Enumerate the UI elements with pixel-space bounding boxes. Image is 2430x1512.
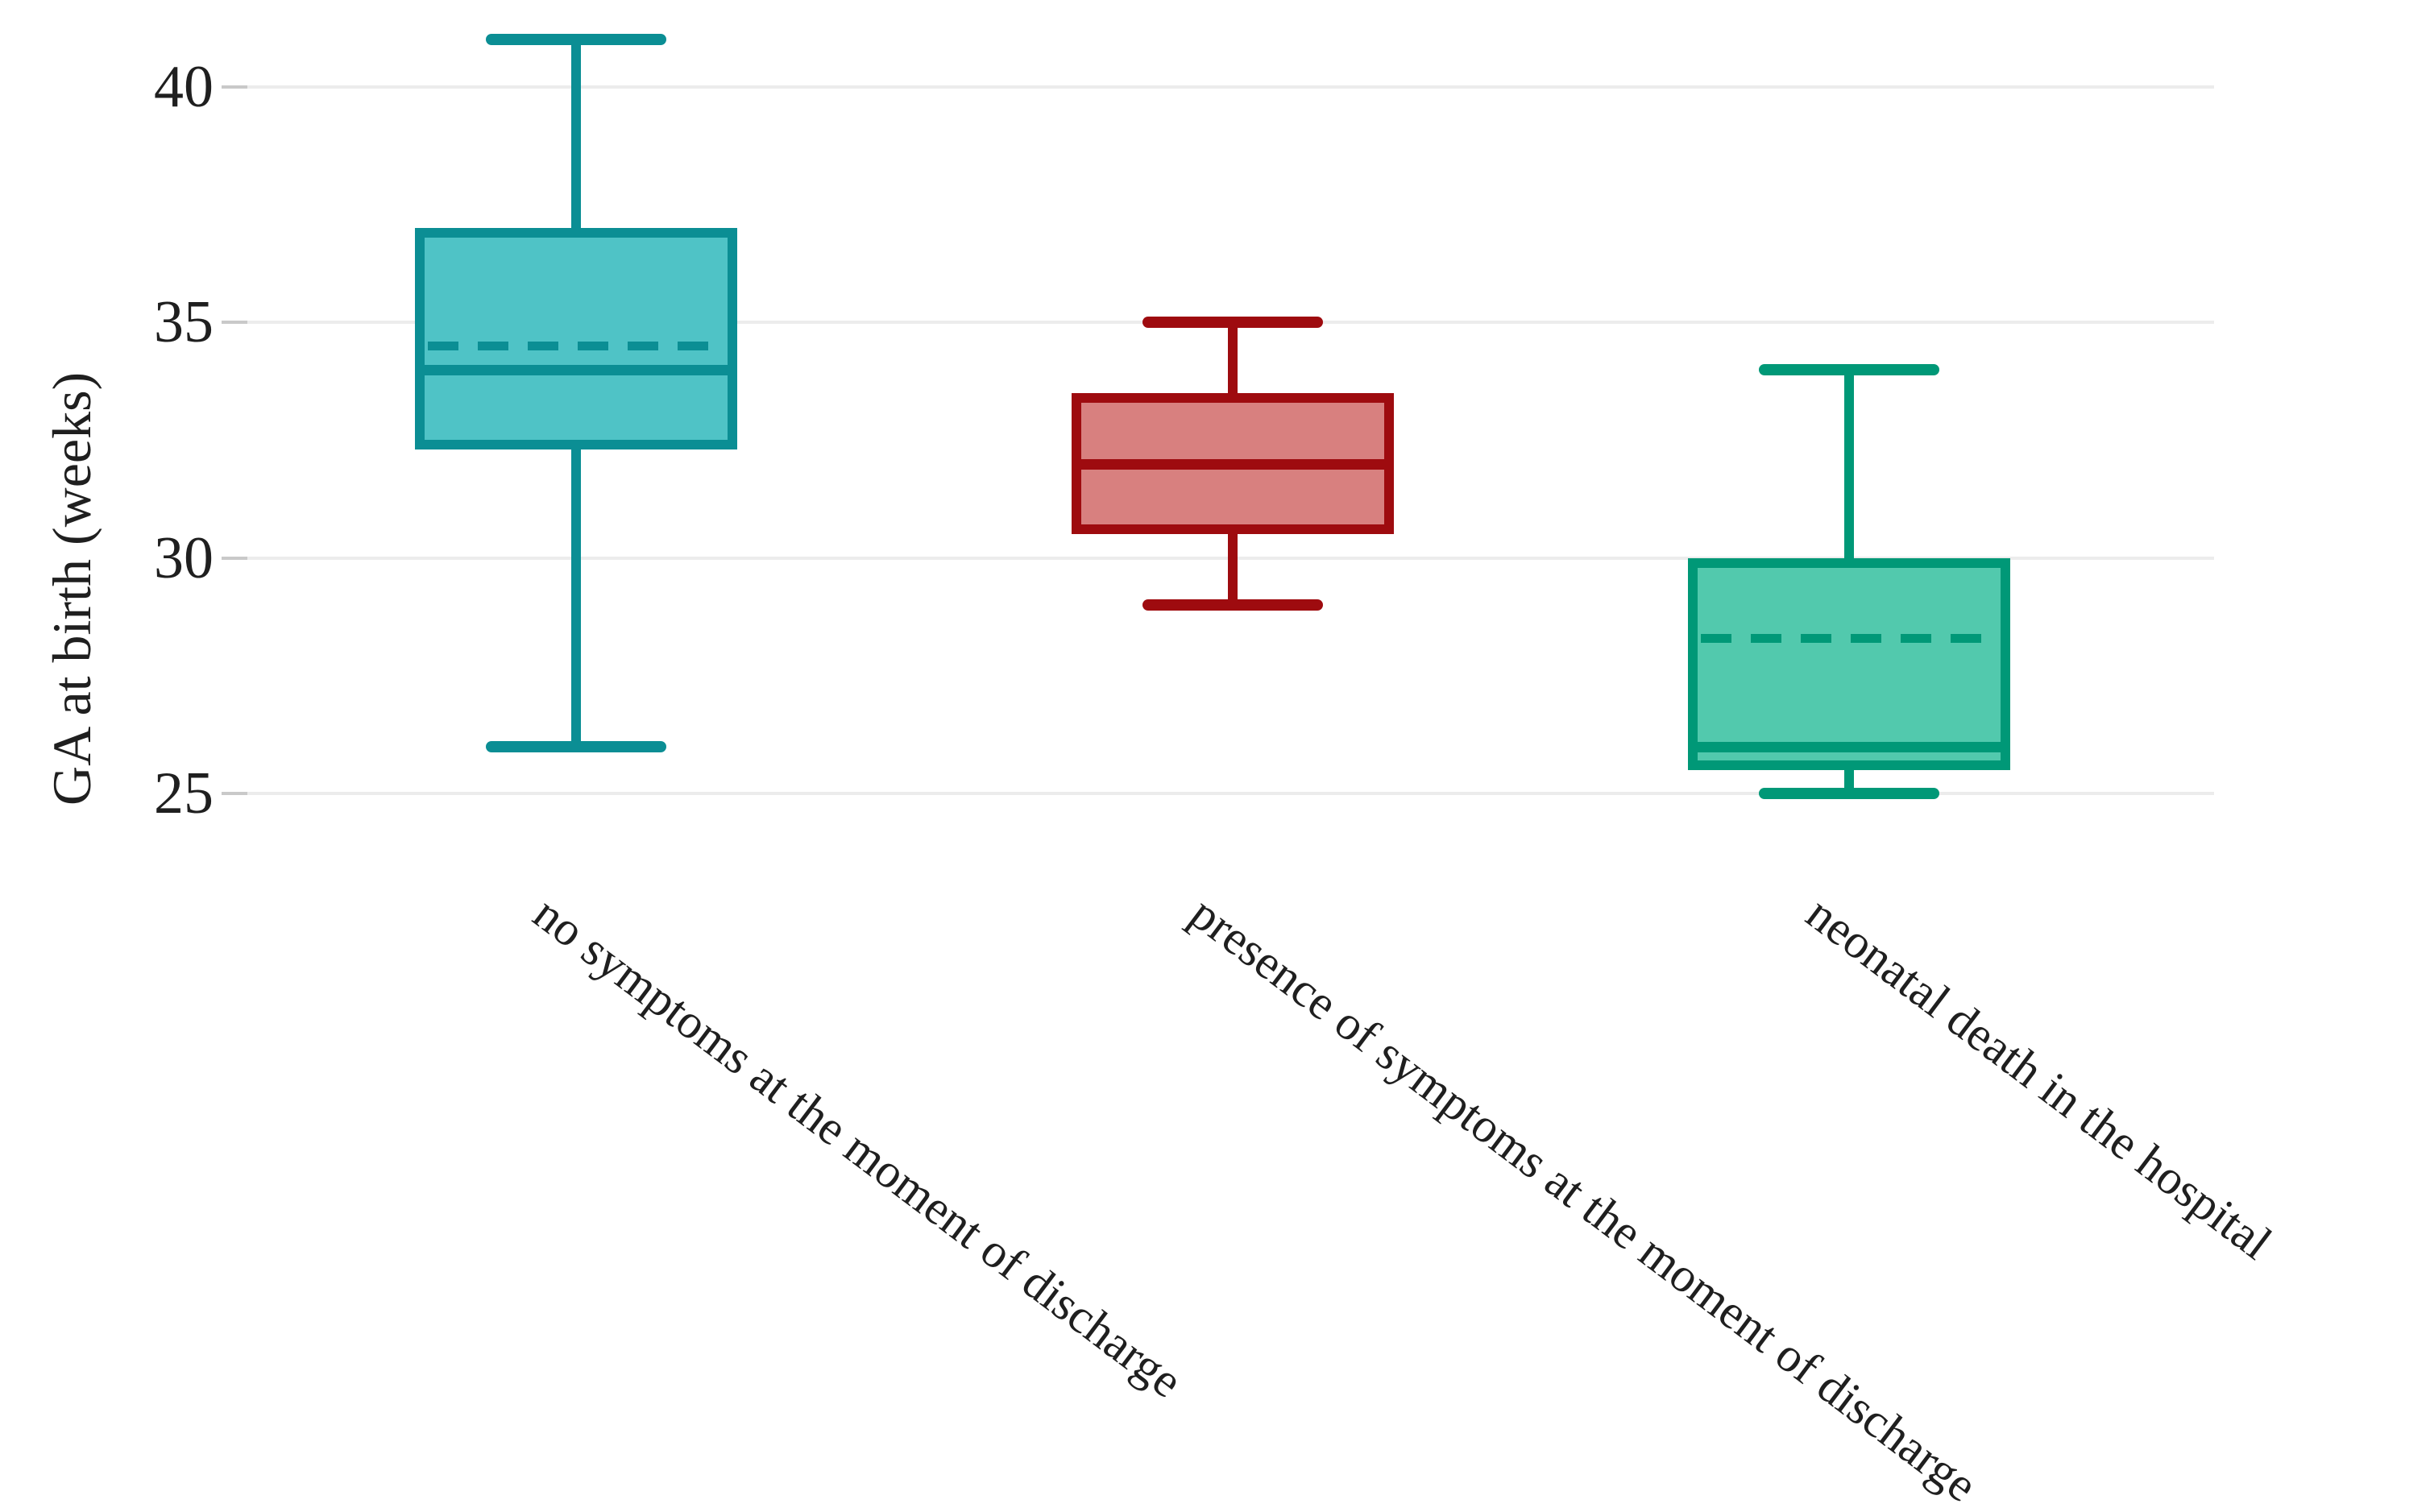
- lower-whisker-stem: [571, 449, 581, 747]
- x-axis-label-3: neonatal death in the hospital: [1797, 886, 2282, 1270]
- median-line: [1688, 741, 2010, 752]
- box-1: [415, 228, 737, 449]
- upper-whisker-stem: [571, 39, 581, 228]
- median-line: [1072, 458, 1394, 470]
- lower-whisker-cap: [1142, 599, 1323, 611]
- upper-whisker-stem: [1844, 369, 1854, 558]
- y-tick-mark-30: [222, 556, 247, 560]
- y-tick-mark-25: [222, 792, 247, 795]
- x-axis-label-1: no symptoms at the moment of discharge: [524, 886, 1192, 1408]
- y-tick-label-40: 40: [154, 53, 214, 120]
- lower-whisker-stem: [1228, 534, 1238, 605]
- lower-whisker-cap: [486, 740, 666, 752]
- upper-whisker-stem: [1228, 322, 1238, 393]
- boxplot-chart: GA at birth (weeks) 40 35 30 25 no symptoms …: [41, 34, 2282, 1512]
- y-tick-mark-35: [222, 321, 247, 324]
- y-tick-label-35: 35: [154, 289, 214, 355]
- y-axis-title: GA at birth (weeks): [41, 371, 102, 806]
- box-3: [1688, 557, 2010, 770]
- mean-dashed-line: [1701, 633, 1997, 643]
- mean-dashed-line: [428, 342, 724, 351]
- lower-whisker-stem: [1844, 769, 1854, 793]
- gridline-25: [242, 792, 2214, 795]
- y-tick-mark-40: [222, 85, 247, 89]
- lower-whisker-cap: [1759, 788, 1939, 799]
- gridline-40: [242, 85, 2214, 89]
- y-tick-label-30: 30: [154, 524, 214, 591]
- median-line: [415, 364, 737, 375]
- y-tick-label-25: 25: [154, 760, 214, 826]
